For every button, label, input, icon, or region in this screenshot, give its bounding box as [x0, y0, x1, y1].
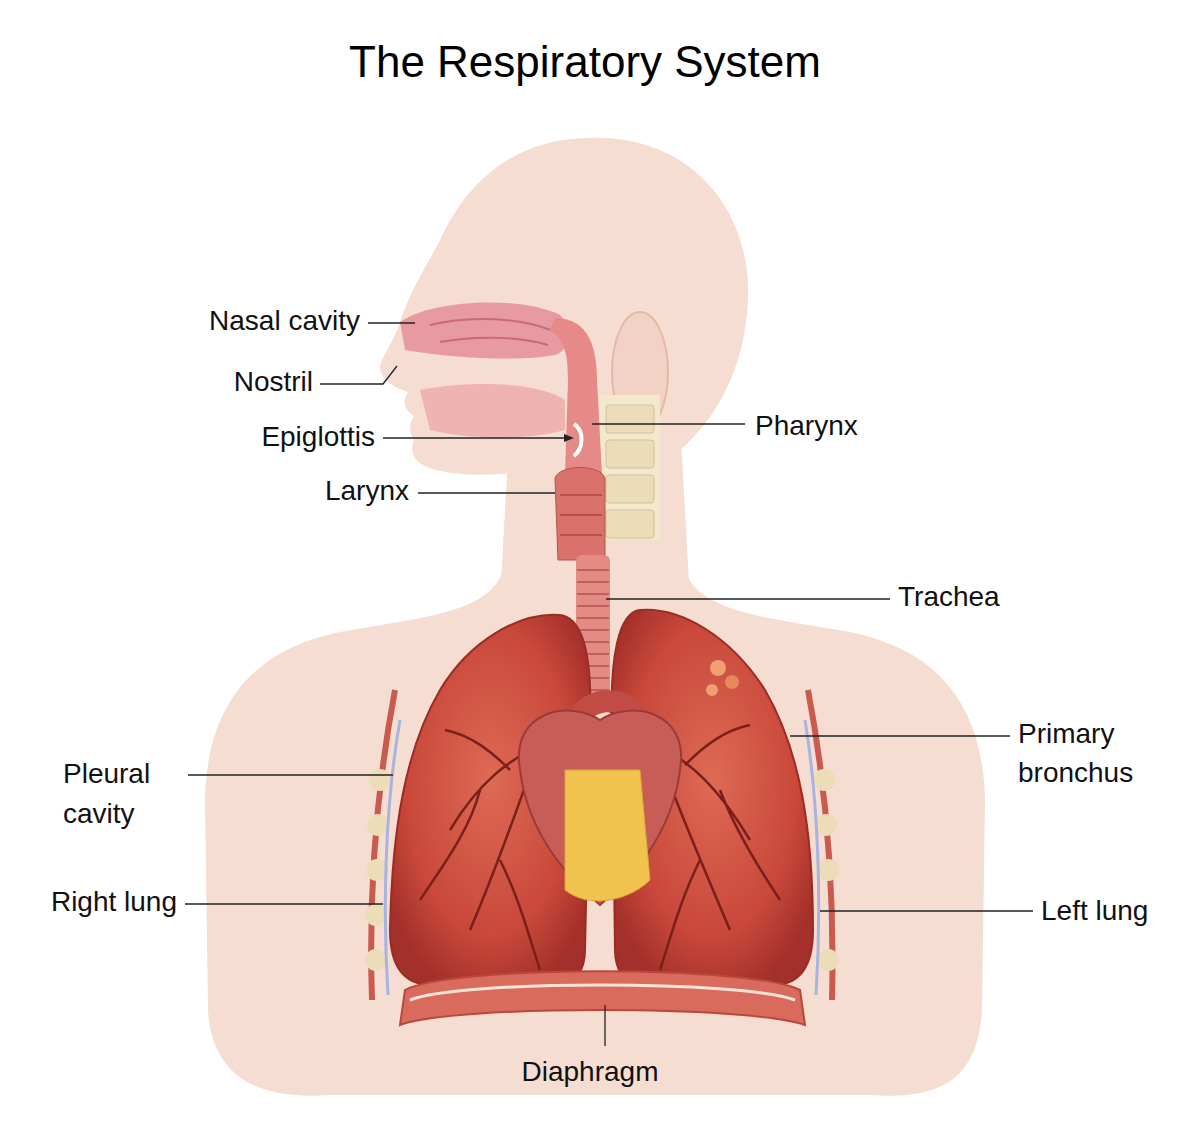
leader-arrowhead [564, 434, 574, 442]
lung-nodule [710, 660, 726, 676]
leader-line [188, 774, 393, 775]
part-label: Nasal cavity [209, 304, 360, 338]
rib [817, 949, 839, 971]
leader-line [383, 437, 566, 438]
leader-line [606, 598, 890, 599]
larynx-fold [560, 495, 602, 535]
epiglottis [574, 424, 582, 456]
part-label: Primary bronchus [1018, 714, 1168, 792]
rib [365, 904, 387, 926]
diaphragm [400, 971, 805, 1025]
nasal-cavity [400, 302, 569, 358]
rib [369, 769, 391, 791]
part-label: Pharynx [755, 409, 858, 443]
oral-cavity [420, 384, 565, 437]
heart [519, 711, 681, 905]
pharynx [550, 318, 602, 475]
leader-line [592, 423, 745, 424]
part-label: Pleural cavity [63, 754, 178, 834]
head [380, 138, 748, 475]
larynx [555, 468, 605, 561]
nasal-turbinate [430, 319, 550, 345]
leader-line [604, 1005, 605, 1046]
part-label: Epiglottis [261, 420, 375, 454]
leader-line [820, 910, 1033, 911]
vertebra [606, 510, 654, 538]
rib [817, 859, 839, 881]
leader-lines [185, 323, 1033, 1046]
vertebra [606, 440, 654, 468]
part-label: Diaphragm [522, 1055, 659, 1089]
part-label: Left lung [1041, 894, 1148, 928]
spine-shadow [600, 395, 660, 540]
lung-nodule [725, 675, 739, 689]
title: The Respiratory System [349, 36, 821, 89]
bronchial-tree [420, 700, 780, 970]
leader-line [418, 492, 555, 493]
part-label: Larynx [325, 474, 409, 508]
leader-line [790, 735, 1010, 736]
part-label: Trachea [898, 580, 1000, 614]
lung-nodule [706, 684, 718, 696]
leader-line [320, 366, 397, 384]
vertebra [606, 405, 654, 433]
part-label: Right lung [51, 885, 177, 919]
rib [813, 769, 835, 791]
diaphragm-edge [410, 985, 795, 1000]
part-label: Nostril [234, 365, 313, 399]
rib [367, 814, 389, 836]
rib [815, 814, 837, 836]
leader-line [368, 322, 415, 323]
leader-line [185, 903, 383, 904]
vertebra [606, 475, 654, 503]
heart-fat [565, 770, 650, 901]
rib [365, 949, 387, 971]
